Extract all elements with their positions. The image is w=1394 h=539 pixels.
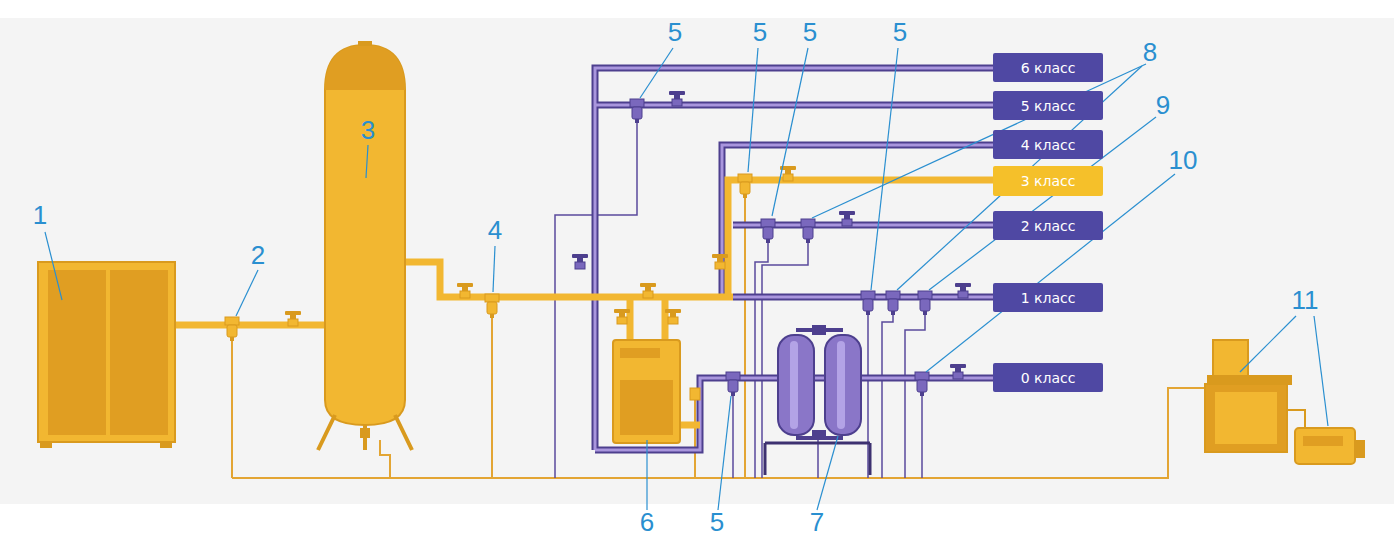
yellow-pipes bbox=[175, 180, 993, 425]
callout-number: 7 bbox=[810, 509, 824, 535]
callout-number: 5 bbox=[753, 19, 767, 45]
callout-number: 10 bbox=[1169, 147, 1198, 173]
adsorption-dryer bbox=[765, 325, 870, 475]
condensate-separator bbox=[1205, 340, 1365, 464]
class-label: 3 класс bbox=[1021, 173, 1076, 189]
callout-number: 11 bbox=[1292, 287, 1319, 313]
callout-number: 1 bbox=[33, 202, 47, 228]
filters bbox=[225, 99, 932, 396]
class-label: 0 класс bbox=[1021, 370, 1076, 386]
class-box: 6 класс bbox=[993, 53, 1103, 82]
class-box: 0 класс bbox=[993, 363, 1103, 392]
class-box: 4 класс bbox=[993, 130, 1103, 159]
callout-number: 5 bbox=[893, 19, 907, 45]
callout-number: 5 bbox=[710, 509, 724, 535]
class-box: 5 класс bbox=[993, 91, 1103, 120]
callout-number: 2 bbox=[251, 242, 265, 268]
compressor bbox=[38, 262, 175, 448]
class-box: 3 класс bbox=[993, 166, 1103, 196]
class-label: 6 класс bbox=[1021, 60, 1076, 76]
class-box: 2 класс bbox=[993, 211, 1103, 240]
refrigerant-dryer bbox=[613, 340, 700, 443]
class-label: 4 класс bbox=[1021, 137, 1076, 153]
callout-number: 5 bbox=[803, 19, 817, 45]
valves bbox=[285, 91, 971, 379]
air-receiver bbox=[318, 41, 412, 450]
background-panel bbox=[0, 18, 1394, 504]
class-label: 1 класс bbox=[1021, 290, 1076, 306]
class-label: 2 класс bbox=[1021, 218, 1076, 234]
callout-number: 9 bbox=[1156, 92, 1170, 118]
callout-number: 5 bbox=[668, 19, 682, 45]
leader-lines bbox=[45, 48, 1328, 510]
class-box: 1 класс bbox=[993, 283, 1103, 312]
callout-number: 3 bbox=[361, 117, 375, 143]
callout-number: 4 bbox=[488, 217, 502, 243]
callout-number: 6 bbox=[640, 509, 654, 535]
callout-number: 8 bbox=[1143, 39, 1157, 65]
class-label: 5 класс bbox=[1021, 98, 1076, 114]
